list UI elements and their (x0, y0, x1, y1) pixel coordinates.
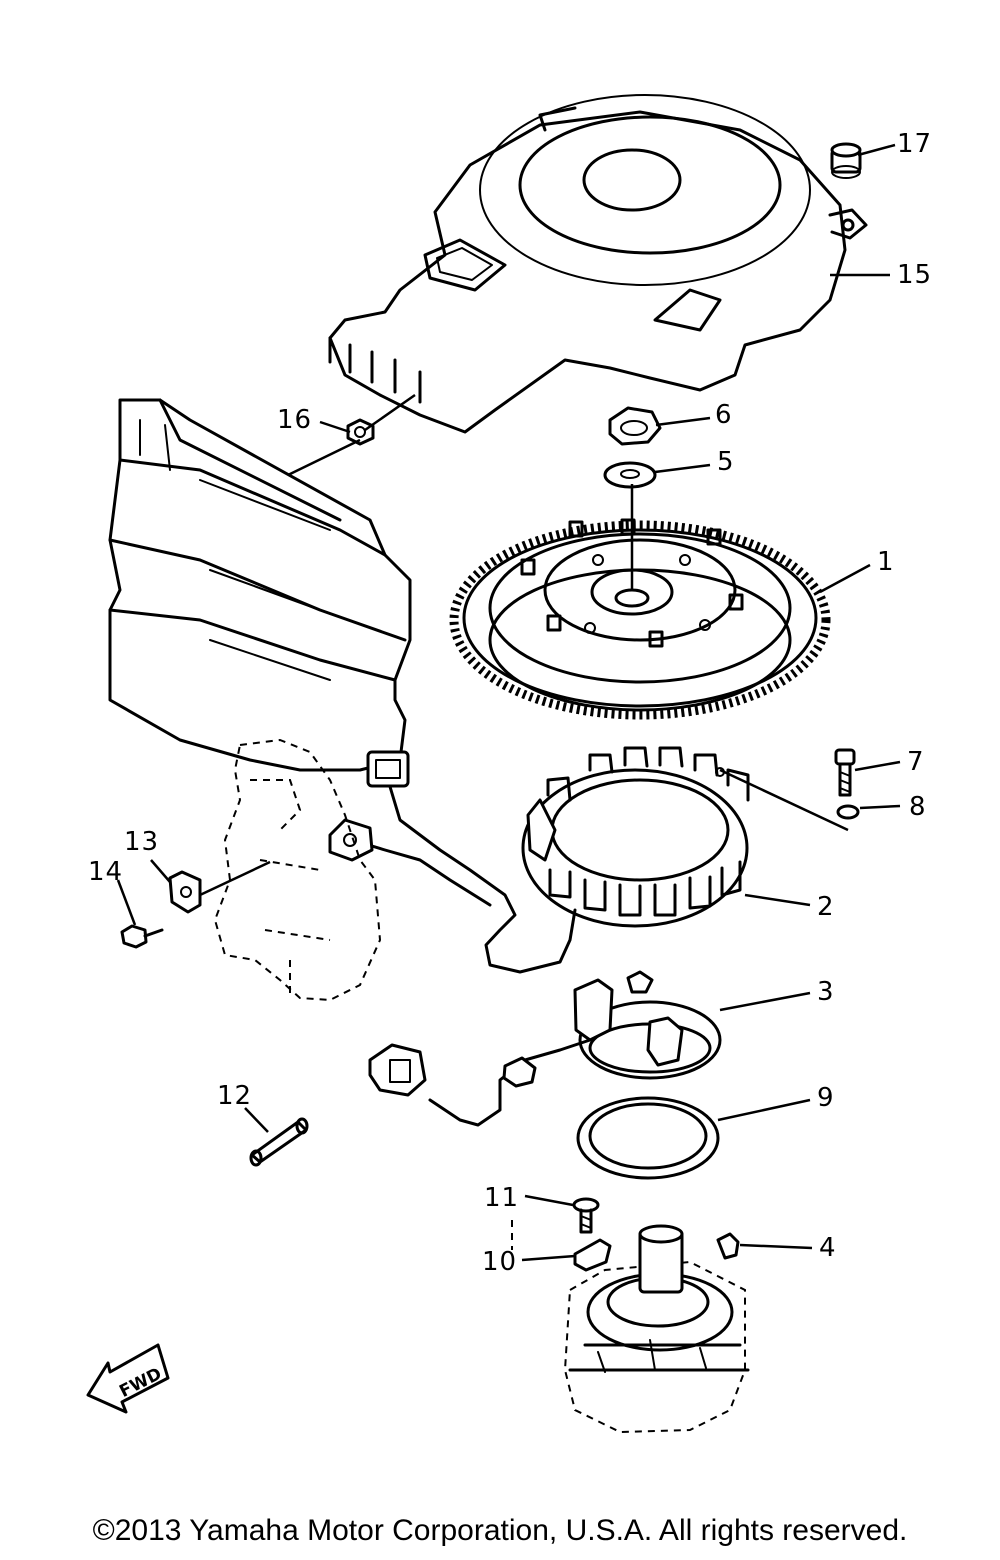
label-part-8: 8 (909, 792, 927, 822)
label-part-10: 10 (482, 1247, 517, 1277)
clamp-10 (573, 1238, 612, 1272)
label-part-16: 16 (277, 405, 312, 435)
bracket-13 (168, 870, 202, 914)
flywheel-1 (449, 518, 831, 720)
nut-16 (346, 418, 375, 446)
wiring-harness (328, 750, 577, 974)
label-part-7: 7 (907, 747, 925, 777)
label-part-3: 3 (817, 977, 835, 1007)
pin-12 (249, 1117, 309, 1167)
label-part-6: 6 (715, 400, 733, 430)
grommet-17 (830, 142, 862, 179)
label-part-12: 12 (217, 1081, 252, 1111)
screw-11 (572, 1197, 600, 1234)
flywheel-cover (328, 94, 868, 434)
crankshaft-housing (563, 1224, 750, 1434)
label-part-15: 15 (897, 260, 932, 290)
label-part-11: 11 (484, 1183, 519, 1213)
washer-5 (603, 461, 657, 489)
bolt-7 (834, 748, 856, 797)
label-part-5: 5 (717, 447, 735, 477)
leader-lines (116, 143, 901, 1262)
copyright-notice: ©2013 Yamaha Motor Corporation, U.S.A. A… (92, 1514, 908, 1547)
label-part-13: 13 (124, 827, 159, 857)
label-part-14: 14 (88, 857, 123, 887)
screw-14 (120, 924, 164, 949)
label-part-9: 9 (817, 1083, 835, 1113)
label-part-1: 1 (877, 547, 895, 577)
label-part-17: 17 (897, 129, 932, 159)
part-labels: 17 15 16 6 5 1 7 8 13 14 2 3 9 12 11 10 … (88, 129, 932, 1277)
stator-2 (521, 746, 750, 928)
engine-block-outline (213, 738, 382, 1002)
pulser-coil-3 (368, 970, 722, 1127)
label-part-2: 2 (817, 892, 835, 922)
flywheel-nut-6 (608, 406, 662, 446)
forward-direction-arrow: FWD (86, 1343, 170, 1414)
key-4 (716, 1232, 740, 1260)
cdi-unit-box (108, 398, 412, 772)
seal-ring-9 (576, 1096, 720, 1180)
washer-8 (836, 804, 860, 820)
label-part-4: 4 (819, 1233, 837, 1263)
